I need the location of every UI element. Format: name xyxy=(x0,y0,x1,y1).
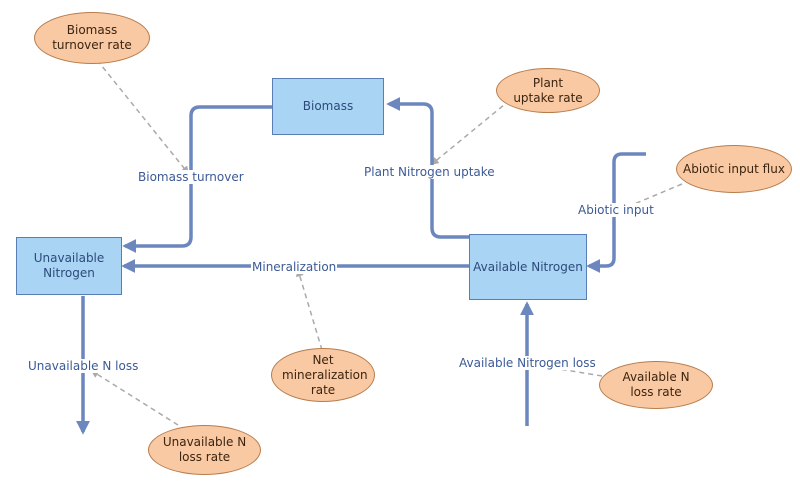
variable-abiotic-input-flux-label: Abiotic input flux xyxy=(683,161,785,176)
variable-unavailable-n-loss-rate-label: Unavailable N loss rate xyxy=(162,435,247,464)
stock-unavailable-nitrogen-label: Unavailable Nitrogen xyxy=(33,251,105,280)
variable-biomass-turnover-rate-label: Biomass turnover rate xyxy=(52,23,132,52)
stock-biomass-label: Biomass xyxy=(302,99,354,113)
label-mineralization: Mineralization xyxy=(251,260,338,274)
link-unavailable-n-loss-rate xyxy=(90,370,179,426)
link-biomass-turnover-rate xyxy=(96,59,190,175)
link-plant-uptake-rate xyxy=(430,99,511,166)
link-net-mineralization-rate xyxy=(296,268,323,351)
variable-abiotic-input-flux[interactable]: Abiotic input flux xyxy=(676,145,792,193)
label-available-nitrogen-loss: Available Nitrogen loss xyxy=(458,356,597,370)
stock-unavailable-nitrogen[interactable]: Unavailable Nitrogen xyxy=(16,237,122,295)
label-unavailable-n-loss: Unavailable N loss xyxy=(27,359,140,373)
variable-plant-uptake-rate-label: Plant uptake rate xyxy=(513,75,583,105)
stock-available-nitrogen-label: Available Nitrogen xyxy=(473,259,583,274)
label-plant-nitrogen-uptake: Plant Nitrogen uptake xyxy=(363,165,496,179)
variable-net-mineralization-rate[interactable]: Net mineralization rate xyxy=(271,348,375,402)
stock-available-nitrogen[interactable]: Available Nitrogen xyxy=(469,234,587,300)
variable-plant-uptake-rate[interactable]: Plant uptake rate xyxy=(496,68,600,113)
variable-unavailable-n-loss-rate[interactable]: Unavailable N loss rate xyxy=(148,425,261,475)
label-abiotic-input: Abiotic input xyxy=(577,203,655,217)
label-biomass-turnover: Biomass turnover xyxy=(137,170,245,184)
variable-biomass-turnover-rate[interactable]: Biomass turnover rate xyxy=(34,12,150,64)
stock-biomass[interactable]: Biomass xyxy=(272,78,384,135)
variable-net-mineralization-rate-label: Net mineralization rate xyxy=(282,352,368,397)
variable-available-n-loss-rate-label: Available N loss rate xyxy=(622,370,690,399)
variable-available-n-loss-rate[interactable]: Available N loss rate xyxy=(599,361,713,409)
